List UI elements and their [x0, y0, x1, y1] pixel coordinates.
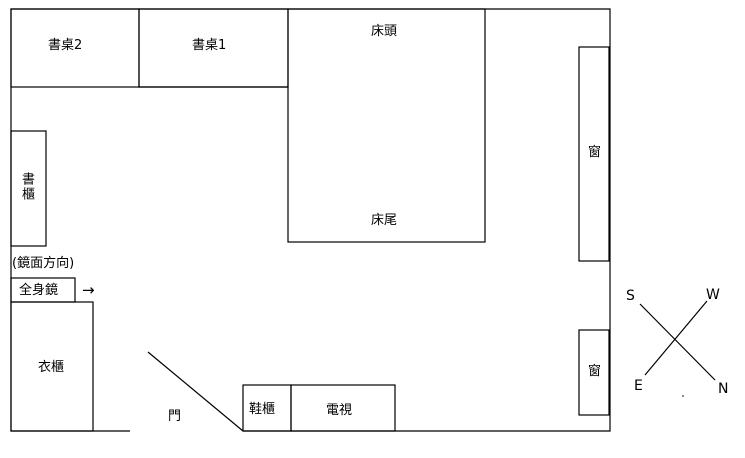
- shoe-cabinet-label: 鞋櫃: [249, 402, 276, 417]
- wardrobe-outline: [10, 301, 94, 432]
- bed-outline: [287, 8, 486, 243]
- desk2-label: 書桌2: [48, 38, 83, 53]
- mirror-label: 全身鏡: [19, 283, 59, 298]
- window-upper-label: 窗: [588, 145, 602, 160]
- compass-south-label: S: [626, 288, 635, 304]
- tv-label: 電視: [326, 403, 353, 418]
- desk1-label: 書桌1: [192, 38, 227, 53]
- compass-north-label: N: [718, 381, 729, 397]
- bed-head-label: 床頭: [371, 24, 398, 39]
- door-label: 門: [168, 409, 182, 424]
- bed-foot-label: 床尾: [371, 213, 398, 228]
- window-upper-outline: [578, 46, 610, 262]
- compass-west-label: W: [706, 287, 720, 303]
- compass-east-label: E: [634, 378, 643, 394]
- stray-dot: [682, 395, 684, 397]
- room-wall: [10, 8, 611, 432]
- door-swing-line: [147, 351, 244, 432]
- tv-outline: [290, 384, 396, 432]
- mirror-direction-arrow: →: [82, 281, 95, 299]
- wardrobe-label: 衣櫃: [38, 360, 65, 375]
- compass-sn-line: [639, 303, 716, 381]
- window-lower-outline: [578, 329, 610, 416]
- mirror-direction-note: (鏡面方向): [12, 256, 75, 271]
- bookcase-outline: [10, 130, 47, 247]
- bookcase-label: 書櫃: [19, 172, 34, 202]
- window-lower-label: 窗: [588, 364, 602, 379]
- compass-we-line: [644, 300, 708, 376]
